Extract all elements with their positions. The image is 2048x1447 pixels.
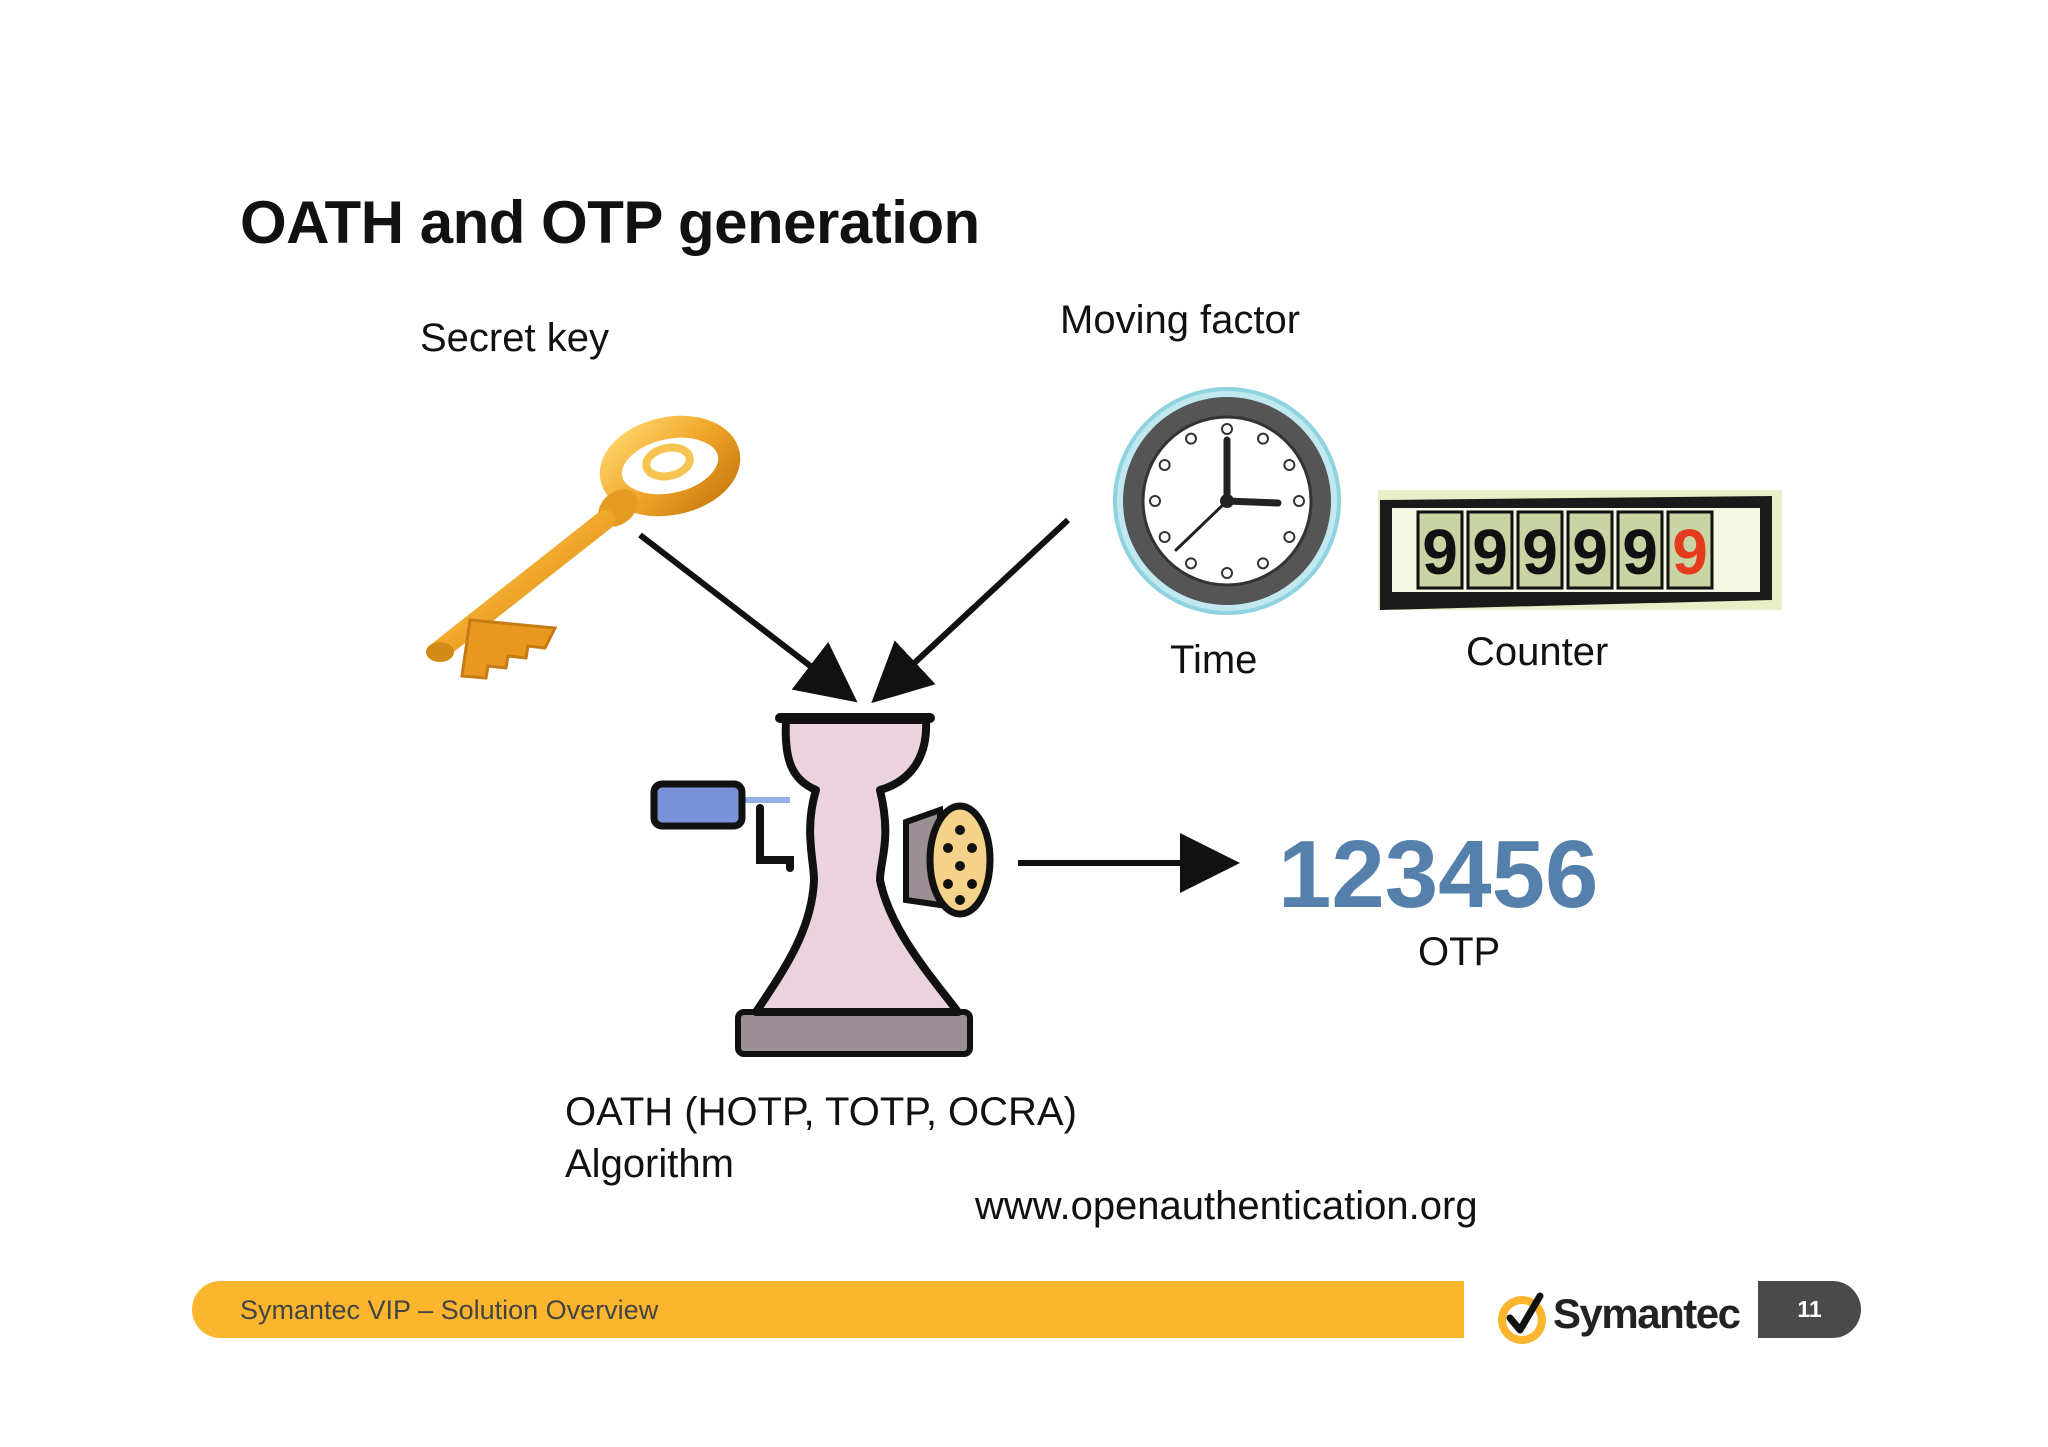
svg-text:9: 9 [1622, 516, 1658, 588]
algorithm-label: Algorithm [565, 1142, 734, 1186]
counter-digit: 9 [1466, 510, 1514, 590]
grinder-hole [955, 861, 965, 871]
secret-key-label: Secret key [420, 316, 609, 360]
counter-digit: 9 [1516, 510, 1564, 590]
counter-digit: 9 [1416, 510, 1464, 590]
footer-bar [192, 1281, 1464, 1338]
page-number: 11 [1758, 1281, 1861, 1338]
clock-tick [1257, 557, 1269, 570]
key-icon [426, 415, 741, 680]
meat-grinder-icon [650, 713, 994, 1057]
arrow-key-to-grinder [638, 532, 858, 703]
grinder-hole [943, 843, 953, 853]
clock-tick [1221, 423, 1233, 435]
svg-text:9: 9 [1472, 516, 1508, 588]
clock-tick [1293, 495, 1305, 507]
arrow-factor-to-grinder [871, 517, 1071, 704]
algorithm-name: OATH (HOTP, TOTP, OCRA) [565, 1090, 1077, 1134]
clock-icon [1113, 387, 1341, 615]
counter-digit: 9 [1566, 510, 1614, 590]
grinder-hole [943, 879, 953, 889]
checkmark-logo-icon [1498, 1292, 1546, 1344]
svg-text:9: 9 [1672, 516, 1708, 588]
clock-tick [1185, 557, 1197, 570]
clock-tick [1283, 531, 1296, 543]
otp-label: OTP [1418, 930, 1501, 974]
counter-digit: 9 [1666, 510, 1714, 590]
footer-title: Symantec VIP – Solution Overview [240, 1295, 659, 1325]
grinder-hole [967, 879, 977, 889]
svg-text:9: 9 [1522, 516, 1558, 588]
svg-text:9: 9 [1572, 516, 1608, 588]
moving-factor-label: Moving factor [1060, 298, 1301, 342]
time-label: Time [1170, 638, 1258, 682]
clock-tick [1158, 459, 1171, 471]
oath-url: www.openauthentication.org [975, 1184, 1478, 1228]
counter-digit: 9 [1616, 510, 1664, 590]
brand-name: Symantec [1553, 1290, 1741, 1337]
slide-title: OATH and OTP generation [240, 189, 980, 256]
svg-text:9: 9 [1422, 516, 1458, 588]
counter-label: Counter [1466, 630, 1609, 674]
clock-tick [1149, 495, 1161, 507]
clock-tick [1221, 567, 1233, 579]
clock-tick [1283, 459, 1296, 471]
otp-value: 123456 [1278, 821, 1599, 928]
grinder-hole [955, 825, 965, 835]
clock-tick [1257, 432, 1269, 445]
grinder-hole [955, 895, 965, 905]
grinder-hole [967, 843, 977, 853]
clock-tick [1185, 432, 1197, 445]
clock-tick [1158, 531, 1171, 543]
